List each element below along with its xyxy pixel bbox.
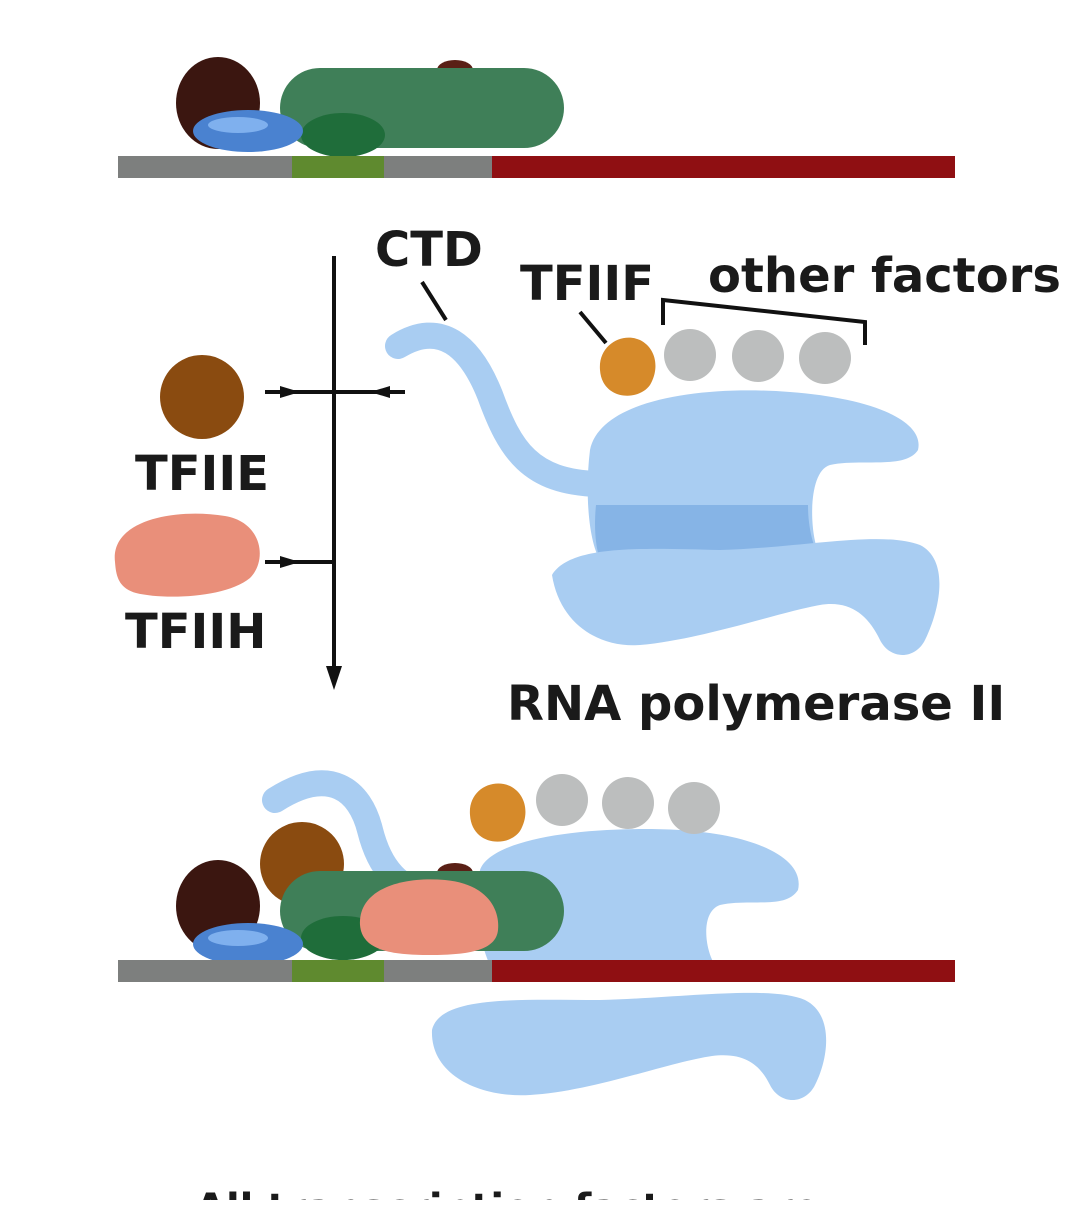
bottom-dna-upstream <box>118 960 293 982</box>
tfiih-label: TFIIH <box>125 604 266 660</box>
bottom-tfiib-highlight <box>208 930 268 946</box>
caption-text: All transcription factors are <box>195 1186 820 1200</box>
tbp-shape <box>301 113 385 157</box>
ctd-pointer <box>420 280 448 322</box>
rna-polymerase-ii <box>385 322 940 655</box>
bottom-dna <box>118 960 955 982</box>
bottom-tfiif <box>469 783 526 842</box>
top-dna <box>118 156 955 178</box>
dna-upstream <box>118 156 293 178</box>
bottom-pol-lower-jaw <box>431 992 827 1100</box>
tfiib-highlight <box>208 117 268 133</box>
tfiih-arrowhead <box>280 556 300 568</box>
dna-tata-box <box>292 156 385 178</box>
ctd-label: CTD <box>375 222 483 278</box>
other-factors-label: other factors <box>708 248 1061 304</box>
tfiie-label: TFIIE <box>135 446 269 502</box>
bottom-dna-gene <box>492 960 955 982</box>
rna-polymerase-label: RNA polymerase II <box>507 676 1005 732</box>
bottom-tfiih <box>359 879 499 955</box>
dna-spacer <box>384 156 492 178</box>
other-factors-bracket <box>661 297 867 345</box>
down-arrowhead <box>326 666 342 690</box>
ctd-tail <box>385 322 611 497</box>
pol-upper-jaw-shadow <box>595 505 820 560</box>
bottom-dna-tata-box <box>292 960 385 982</box>
bottom-other-factor-1 <box>536 774 588 826</box>
bottom-other-factor-2 <box>602 777 654 829</box>
assembled-complex <box>176 770 799 965</box>
other-factor-1 <box>664 329 716 381</box>
other-factor-3 <box>799 332 851 384</box>
bottom-dna-spacer <box>384 960 492 982</box>
assembly-arrows <box>265 256 405 670</box>
tfiif-shape <box>599 337 656 396</box>
tfiif-label: TFIIF <box>520 256 654 312</box>
other-factor-2 <box>732 330 784 382</box>
tfiih-shape <box>114 513 260 597</box>
pol-arrowhead <box>370 386 390 398</box>
tfiie-arrowhead <box>280 386 300 398</box>
dna-gene <box>492 156 955 178</box>
top-complex <box>176 57 564 157</box>
tfiie-shape <box>160 355 244 439</box>
pol-lower-jaw <box>552 539 940 655</box>
tfiif-pointer <box>578 310 608 345</box>
bottom-other-factor-3 <box>668 782 720 834</box>
